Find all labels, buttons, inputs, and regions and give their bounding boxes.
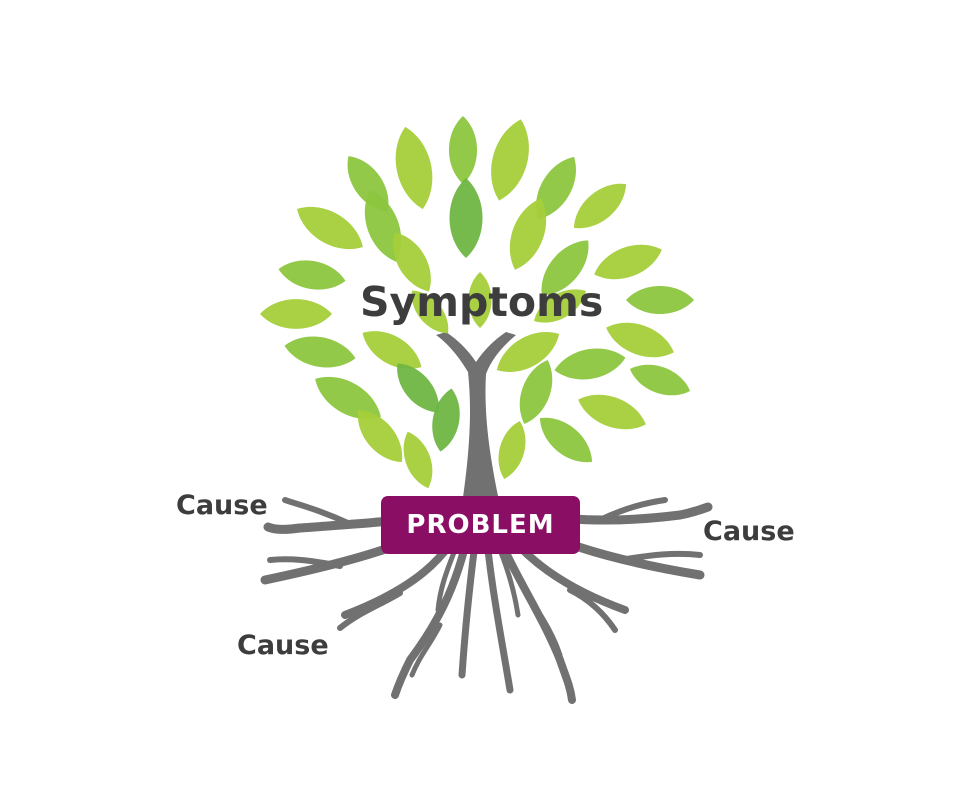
cause-label-right: Cause: [703, 516, 795, 547]
leaf-shape: [482, 114, 538, 206]
leaf-shape: [449, 178, 483, 258]
leaf-shape: [276, 255, 348, 295]
root-branch: [435, 547, 458, 613]
root-branch: [282, 497, 353, 527]
leaf-shape: [626, 285, 694, 315]
trunk: [436, 332, 516, 505]
leaf-shape: [396, 427, 440, 493]
root-branch: [497, 547, 521, 618]
root-branch: [409, 622, 443, 678]
leaf-shape: [573, 385, 651, 439]
problem-label: PROBLEM: [406, 510, 555, 540]
leaf-shape: [564, 173, 636, 239]
leaf-shape: [625, 356, 695, 404]
leaf-shape: [489, 321, 567, 383]
root-branch: [337, 590, 403, 631]
root-branch: [527, 597, 563, 658]
root-branch: [267, 556, 343, 569]
leaf-shape: [289, 195, 371, 261]
leaf-shape: [448, 116, 478, 184]
symptoms-label: Symptoms: [360, 278, 604, 326]
cause-label-bottom: Cause: [237, 630, 329, 661]
root-branch: [617, 550, 703, 563]
leaf-shape: [492, 417, 532, 483]
cause-label-left: Cause: [176, 490, 268, 521]
leaf-shape: [530, 407, 602, 473]
leaf-shape: [260, 299, 332, 329]
leaf-shape: [551, 343, 629, 385]
leaf-shape: [388, 123, 440, 213]
leaf-shape: [281, 331, 359, 373]
problem-box: PROBLEM: [381, 496, 580, 554]
root-branch: [597, 497, 668, 523]
root-branch: [391, 511, 476, 699]
root-branch: [567, 587, 618, 633]
